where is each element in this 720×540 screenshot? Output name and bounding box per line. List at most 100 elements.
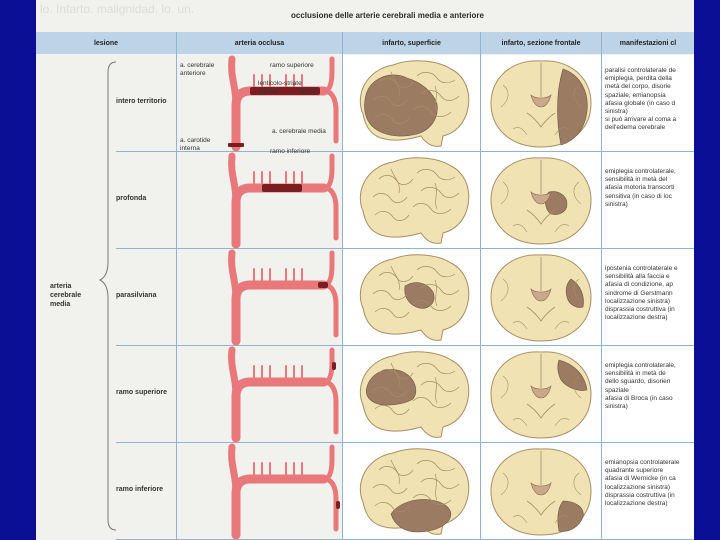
manifestation-line: localizzazione sinistra): [605, 483, 671, 491]
manifestation-line: spaziale: [605, 386, 629, 394]
manifestation-line: dello sguardo, disorien: [605, 378, 671, 386]
artery-label-carotide-interna: a. carotide interna: [180, 137, 211, 152]
manifestation-line: sensibilità in metà del: [605, 176, 668, 184]
surface-cell: [343, 249, 480, 345]
artery-drawing: [228, 249, 339, 346]
artery-label-ramo-superiore: ramo superiore: [270, 62, 314, 69]
surface-cell: [343, 443, 480, 539]
manifestation-line: afasia globale (in caso d: [605, 99, 676, 107]
manifestation-line: sindrome di Gerstmann: [605, 289, 673, 297]
section-cell: [481, 152, 601, 248]
brain-section-drawing: [490, 254, 592, 342]
manifestation-line: dell'edema cerebrale: [605, 124, 666, 132]
section-cell: [481, 443, 601, 539]
occlusion-mark: [262, 184, 302, 192]
manifestation-line: emiplegia controlaterale,: [605, 168, 676, 175]
header-superficie: infarto, superficie: [343, 32, 480, 54]
manifestation-line: sensitiva (in caso di loc: [605, 192, 672, 200]
artery-label-cerebrale-anteriore: a. cerebrale anteriore: [180, 62, 215, 77]
brain-section-drawing: [490, 157, 592, 245]
artery-cell: [228, 55, 339, 152]
document-page: lo. Infarto. malignidad. lo. un. occlusi…: [36, 0, 694, 540]
manifestation-line: localizzazione destra): [605, 314, 668, 322]
manifestation-line: sinistra): [605, 403, 628, 411]
section-cell: [481, 55, 601, 151]
brain-section-drawing: [490, 60, 592, 148]
artery-drawing: [228, 152, 339, 249]
occlusion-mark: [336, 501, 340, 509]
manifestation-line: afasia di Wernicke (in ca: [605, 475, 676, 483]
row-label: intero territorio: [116, 98, 167, 105]
artery-cell: [228, 152, 339, 249]
manifestations-cell: emiplegia controlaterale,sensibilità in …: [602, 346, 694, 442]
manifestation-line: disprassia costruttiva (in: [605, 491, 675, 499]
manifestation-line: sinistra): [605, 200, 628, 208]
infarct-area: [364, 74, 438, 137]
surface-cell: [343, 346, 480, 442]
artery-drawing: [228, 443, 340, 540]
artery-label-mediali: mediali: [258, 88, 279, 95]
divider: [342, 32, 343, 540]
manifestation-line: afasia di Broca (in caso: [605, 394, 673, 402]
artery-label-ramo-inferiore: ramo inferiore: [270, 148, 311, 155]
manifestation-line: sensibilità in metà de: [605, 370, 666, 378]
brain-surface-drawing: [359, 60, 470, 147]
artery-label-cerebrale-media: a. cerebrale media: [272, 128, 326, 135]
infarct-area: [557, 68, 588, 146]
manifestation-line: emianopsia controlaterale: [605, 459, 680, 466]
occlusion-mark: [318, 282, 328, 288]
manifestation-line: spaziale, emianopsia: [605, 91, 666, 99]
row-divider: [116, 151, 694, 152]
row-divider: [116, 248, 694, 249]
manifestation-line: quadrante superiore: [605, 467, 664, 475]
manifestation-line: si può arrivare al coma a: [605, 116, 677, 124]
manifestation-line: localizzazione destra): [605, 500, 668, 508]
manifestation-line: afasia motoria transcorti: [605, 184, 675, 192]
infarct-area: [557, 359, 588, 391]
artery-drawing: [228, 346, 339, 443]
occlusion-mark: [332, 362, 336, 370]
row-label: parasilviana: [116, 292, 157, 299]
infarct-area: [545, 191, 568, 215]
page-title: occlusione delle arterie cerebrali media…: [291, 11, 484, 20]
row-label: ramo superiore: [116, 389, 167, 396]
divider: [601, 32, 602, 540]
section-cell: [481, 346, 601, 442]
brain-section-drawing: [490, 351, 592, 439]
surface-cell: [343, 55, 480, 151]
brain-surface-drawing: [359, 157, 470, 244]
surface-cell: [343, 152, 480, 248]
manifestation-line: ipostenia controlaterale e: [605, 265, 678, 272]
artery-label-laterali: laterali: [298, 88, 318, 95]
brain-surface-drawing: [359, 448, 470, 535]
manifestation-line: paralisi controlaterale de: [605, 67, 676, 74]
artery-cell: [228, 249, 339, 346]
divider: [480, 32, 481, 540]
divider: [176, 32, 177, 540]
row-label: ramo inferiore: [116, 486, 164, 493]
artery-cell: [228, 443, 340, 540]
manifestation-line: metà del corpo, disorie: [605, 83, 671, 91]
brain-surface-drawing: [359, 254, 470, 341]
manifestation-line: sinistra): [605, 108, 628, 116]
artery-label-lenticolo-striate: lenticolo-striate: [258, 80, 302, 87]
faint-caption: lo. Infarto. malignidad. lo. un.: [40, 2, 195, 16]
manifestation-line: disprassia costruttiva (in: [605, 306, 675, 314]
artery-drawing: [228, 55, 339, 152]
infarct-area: [390, 499, 451, 533]
row-divider: [116, 345, 694, 346]
infarct-area: [557, 500, 584, 532]
brain-section-drawing: [490, 448, 592, 536]
manifestations-cell: emiplegia controlaterale,sensibilità in …: [602, 152, 694, 248]
group-brace: [98, 61, 117, 531]
artery-cell: [228, 346, 339, 443]
section-cell: [481, 249, 601, 345]
group-label: arteria cerebrale media: [50, 283, 82, 308]
header-arteria: arteria occlusa: [177, 32, 342, 54]
header-frontale: infarto, sezione frontale: [481, 32, 601, 54]
header-lesione: lesione: [36, 32, 176, 54]
manifestation-line: localizzazione sinistra): [605, 297, 671, 305]
occlusion-mark: [250, 87, 320, 95]
